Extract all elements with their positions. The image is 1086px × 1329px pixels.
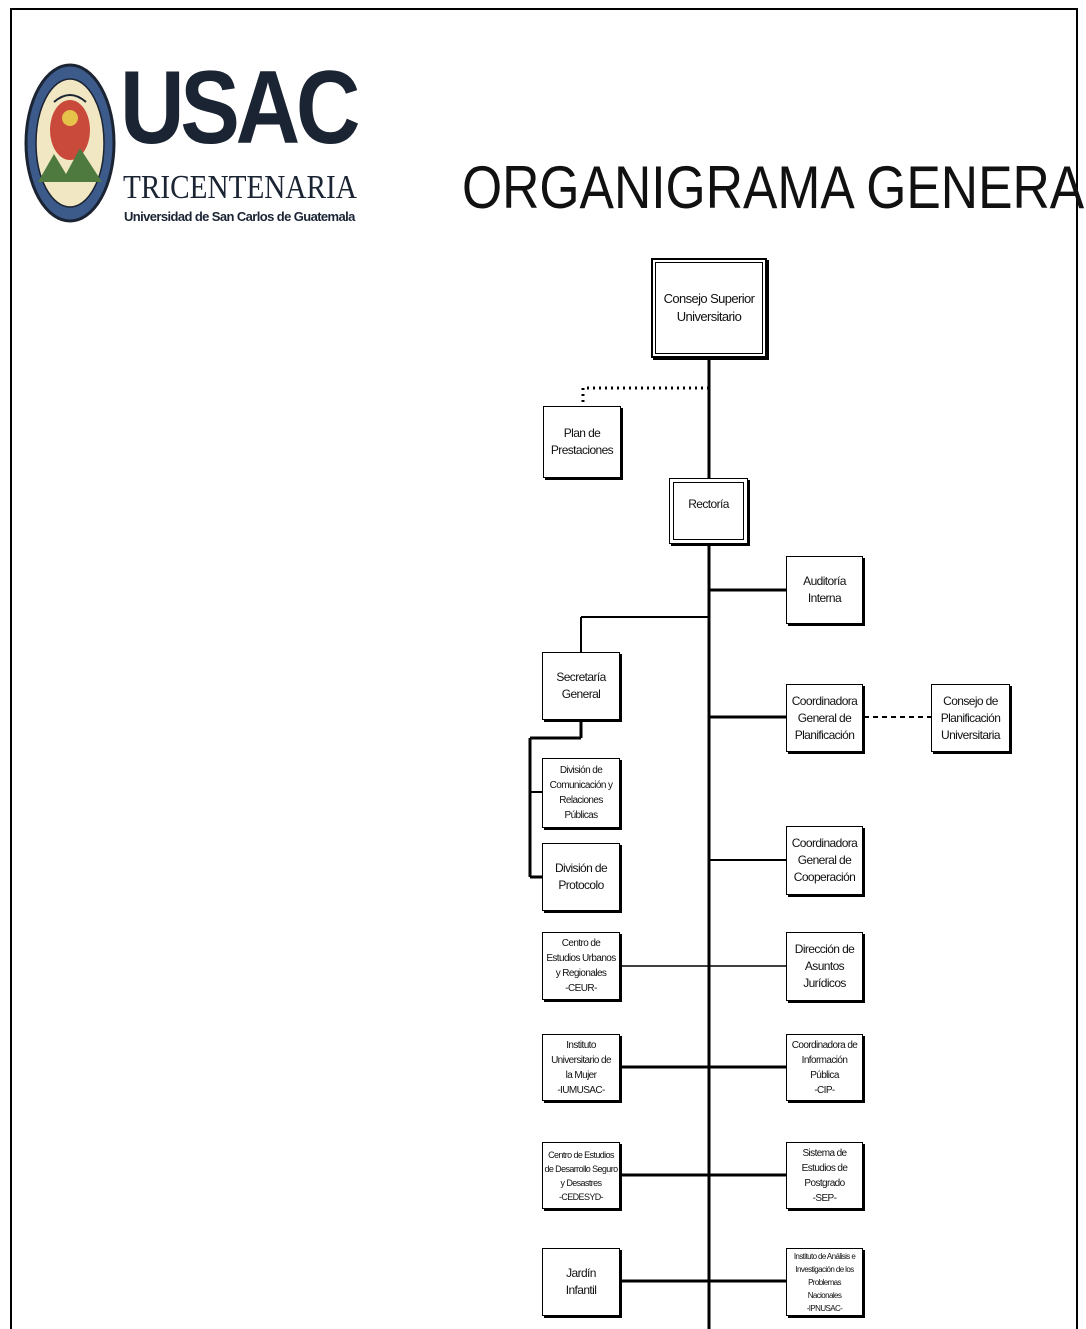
- node-secretaria-general: Secretaría General: [542, 652, 620, 720]
- node-consejo-planificacion: Consejo de Planificación Universitaria: [931, 684, 1010, 752]
- node-sep: Sistema de Estudios de Postgrado -SEP-: [786, 1142, 863, 1209]
- logo-tricentenaria-text: TRICENTENARIA: [123, 169, 357, 206]
- node-ipnusac: Instituto de Análisis e Investigación de…: [786, 1248, 863, 1316]
- node-consejo-superior: Consejo Superior Universitario: [651, 258, 767, 358]
- node-asuntos-juridicos: Dirección de Asuntos Jurídicos: [786, 932, 863, 1001]
- logo-usac-text: USAC: [120, 50, 361, 166]
- node-ceur: Centro de Estudios Urbanos y Regionales …: [542, 932, 620, 1000]
- page-frame: [10, 8, 1078, 1329]
- node-rectoria: Rectoría: [669, 478, 748, 544]
- node-plan-prestaciones: Plan de Prestaciones: [543, 406, 621, 478]
- node-div-comunicacion: División de Comunicación y Relaciones Pú…: [542, 758, 620, 828]
- node-coord-informacion: Coordinadora de Información Pública -CIP…: [786, 1034, 863, 1101]
- node-cedesyd: Centro de Estudios de Desarrollo Seguro …: [542, 1142, 620, 1209]
- node-coord-planificacion: Coordinadora General de Planificación: [786, 684, 863, 752]
- node-iumusac: Instituto Universitario de la Mujer -IUM…: [542, 1034, 620, 1101]
- usac-seal-icon: [24, 63, 116, 223]
- node-auditoria-interna: Auditoría Interna: [786, 556, 863, 624]
- logo-tagline: Universidad de San Carlos de Guatemala: [124, 209, 355, 224]
- node-div-protocolo: División de Protocolo: [542, 843, 620, 911]
- node-coord-cooperacion: Coordinadora General de Cooperación: [786, 826, 863, 895]
- page-title: ORGANIGRAMA GENERAL: [462, 154, 1086, 221]
- node-jardin-infantil: Jardín Infantil: [542, 1248, 620, 1316]
